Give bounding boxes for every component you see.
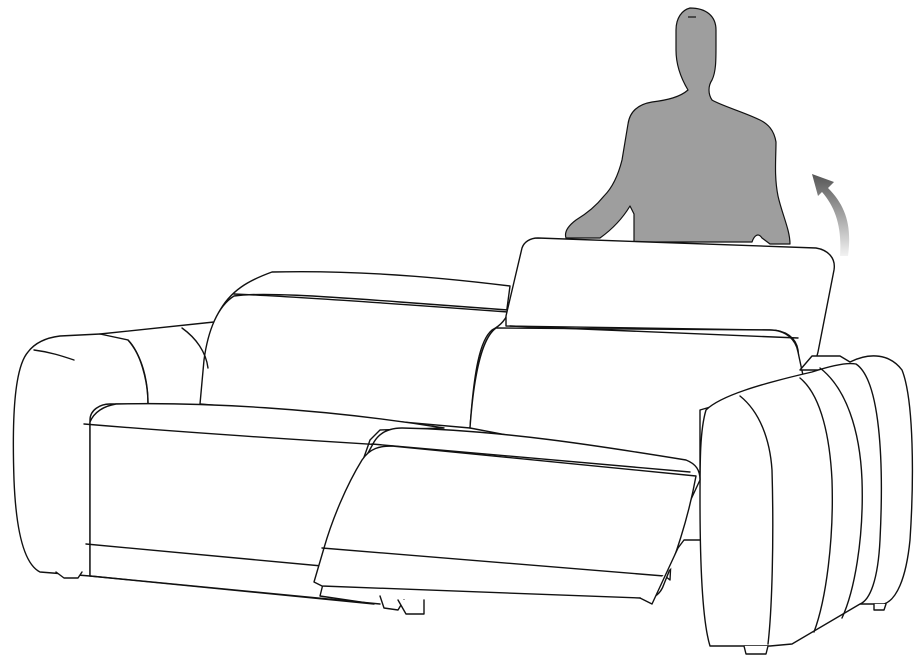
right-seat-reclined — [314, 428, 700, 614]
person-silhouette — [565, 8, 790, 244]
curved-arrow-icon — [812, 174, 849, 256]
right-armrest — [700, 356, 912, 654]
